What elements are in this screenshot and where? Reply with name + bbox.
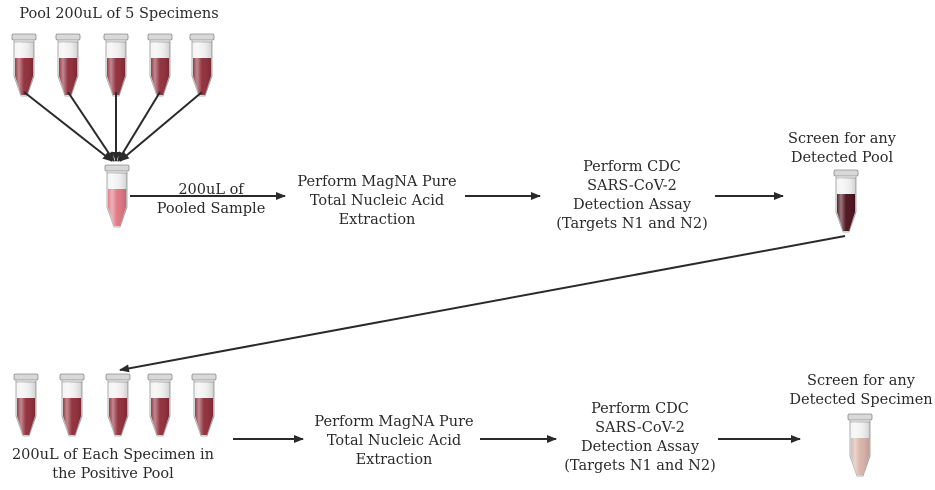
positive-pool-specimen-3-tube-icon <box>105 373 131 437</box>
pool-arrow-4 <box>117 91 161 162</box>
pooled-sample-label: 200uL of Pooled Sample <box>156 182 266 217</box>
specimen-tube-1-tube-icon <box>11 33 37 97</box>
detected-pool-tube-icon <box>833 169 859 233</box>
specimen-tube-3-tube-icon <box>103 33 129 97</box>
specimen-tube-2-tube-icon <box>55 33 81 97</box>
flow-arrows <box>119 192 846 443</box>
specimen-tube-5-tube-icon <box>189 33 215 97</box>
positive-pool-specimen-5-tube-icon <box>191 373 217 437</box>
positive-pool-specimen-4-tube-icon <box>147 373 173 437</box>
assay-label-top: Perform CDC SARS-CoV-2 Detection Assay (… <box>556 159 708 232</box>
specimen-tube-4-tube-icon <box>147 33 173 97</box>
pool-arrow-2 <box>67 91 115 162</box>
extraction-label-top: Perform MagNA Pure Total Nucleic Acid Ex… <box>297 174 457 228</box>
arrow-screen-to-specimens <box>119 235 846 373</box>
positive-pool-specimen-2-tube-icon <box>59 373 85 437</box>
specimens-label-bottom: 200uL of Each Specimen in the Positive P… <box>11 447 215 482</box>
extraction-label-bottom: Perform MagNA Pure Total Nucleic Acid Ex… <box>314 414 474 468</box>
pool-arrow-5 <box>119 91 203 162</box>
tubes-layer <box>11 33 873 477</box>
screen-specimen-label: Screen for any Detected Specimen <box>789 373 933 408</box>
assay-label-bottom: Perform CDC SARS-CoV-2 Detection Assay (… <box>564 401 716 474</box>
screen-pool-label: Screen for any Detected Pool <box>788 131 896 166</box>
pool-arrow-1 <box>23 91 113 162</box>
pooling-arrows <box>23 91 203 162</box>
detected-specimen-tube-icon <box>847 413 873 477</box>
positive-pool-specimen-1-tube-icon <box>13 373 39 437</box>
pooled-sample-tube-icon <box>104 164 130 228</box>
pool-label: Pool 200uL of 5 Specimens <box>19 6 219 22</box>
